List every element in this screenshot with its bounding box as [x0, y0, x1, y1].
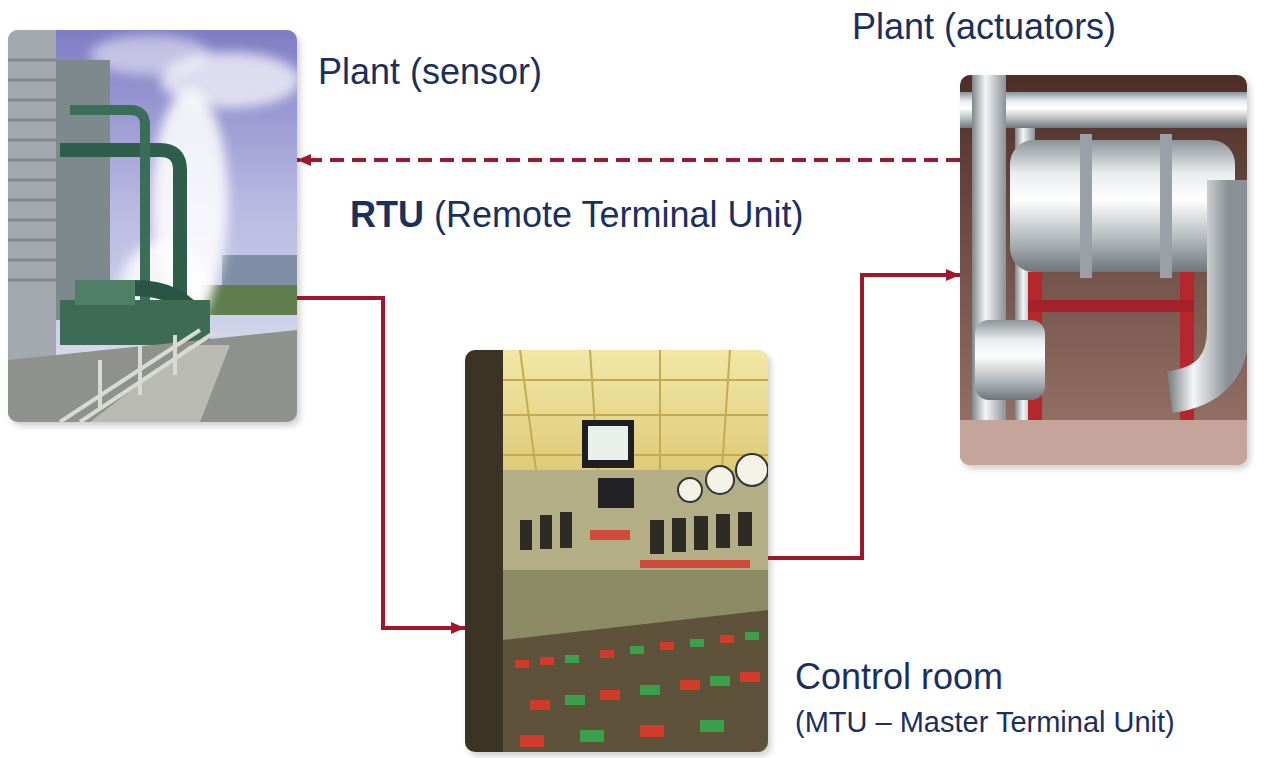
green-buttons — [565, 632, 759, 742]
photo-node: Plant (sensor) — [8, 30, 297, 422]
flange — [1160, 134, 1172, 278]
floor — [960, 420, 1247, 465]
monitor — [598, 478, 634, 508]
monitor-screen — [588, 426, 628, 460]
actuator-plant-photo — [960, 75, 1247, 465]
node-heading: Plant (actuators) — [852, 5, 1116, 48]
acronym-label: RTU — [350, 193, 424, 236]
left-wall — [465, 350, 503, 752]
tower-slats — [8, 60, 56, 280]
machinery — [75, 280, 135, 305]
dial — [706, 466, 734, 494]
dashed-arrow — [297, 158, 960, 162]
deck — [8, 330, 297, 422]
elbow-pipe — [1170, 180, 1228, 392]
monitor — [582, 420, 634, 468]
expansion-label: (Remote Terminal Unit) — [434, 193, 803, 236]
photo-node: Control room(MTU – Master Terminal Unit) — [465, 350, 768, 752]
green-pipe — [70, 110, 145, 300]
panel-lights — [590, 530, 750, 568]
signal-arrow — [297, 298, 465, 628]
lower-tank — [975, 320, 1045, 400]
signal-arrow — [768, 275, 960, 558]
node-heading: Plant (sensor) — [318, 50, 542, 93]
control-room-photo — [465, 350, 768, 752]
trees — [200, 285, 297, 315]
photo-node: Plant (actuators) — [960, 75, 1247, 465]
dial — [736, 454, 768, 486]
vertical-pipe — [972, 75, 1006, 465]
red-stand — [1028, 300, 1194, 312]
flange — [1080, 134, 1092, 278]
hall — [960, 75, 1247, 465]
sensor-plant-photo — [8, 30, 297, 422]
wall-panel — [465, 470, 768, 640]
railing — [60, 330, 215, 422]
console — [503, 610, 768, 752]
dial — [678, 478, 702, 502]
meters — [520, 512, 752, 554]
node-heading: Control room — [795, 655, 1003, 698]
tank-cylinder — [1010, 140, 1235, 272]
node-subheading: (MTU – Master Terminal Unit) — [795, 705, 1175, 740]
